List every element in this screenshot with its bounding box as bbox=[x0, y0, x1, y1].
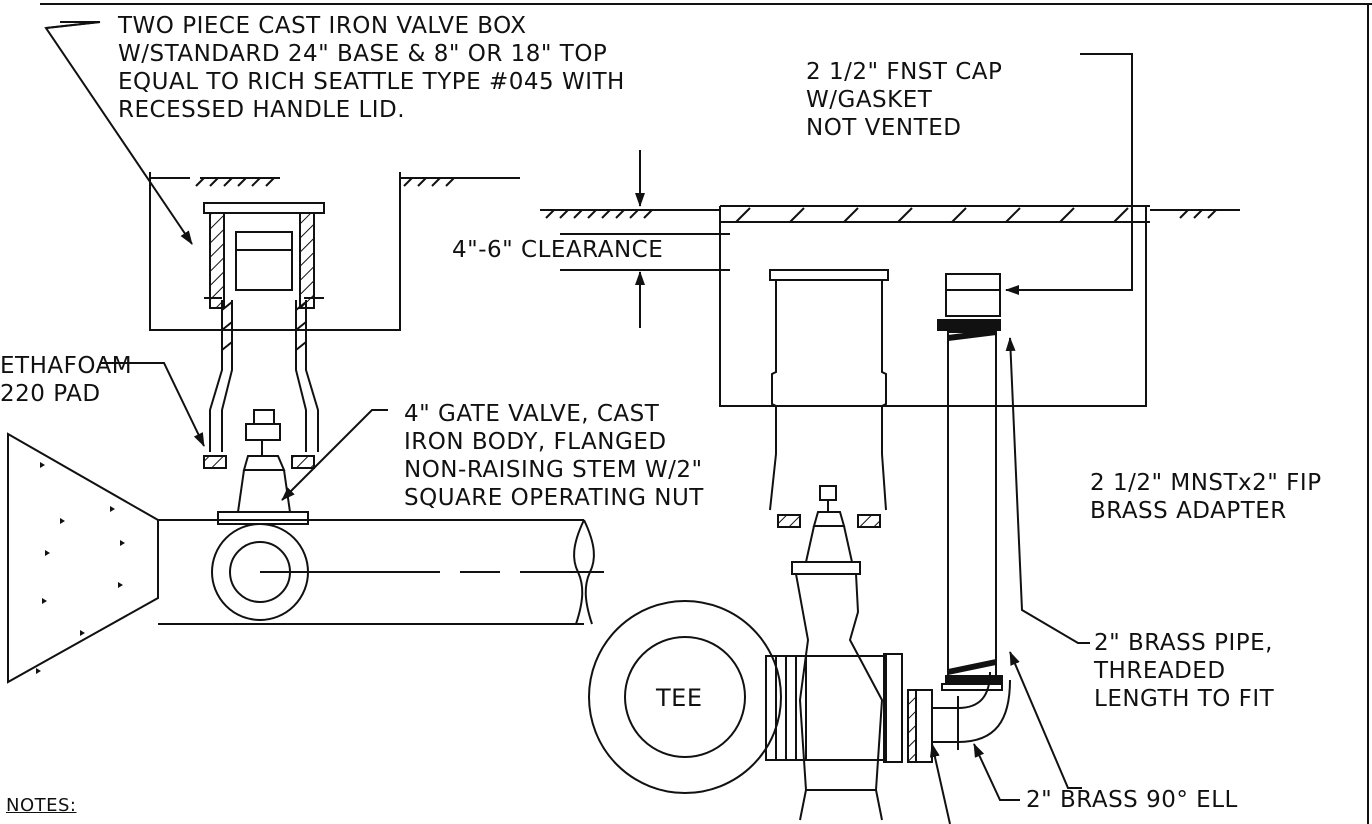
adapter-line-1: 2 1/2" MNSTx2" FIP bbox=[1090, 470, 1322, 496]
right-gate-valve bbox=[791, 485, 884, 821]
adapter-label: 2 1/2" MNSTx2" FIP BRASS ADAPTER bbox=[1090, 469, 1322, 525]
valve-box-line-2: W/STANDARD 24" BASE & 8" OR 18" TOP bbox=[118, 41, 608, 67]
left-valve-box bbox=[203, 202, 325, 452]
thrust-block-dots bbox=[36, 462, 125, 674]
brass-pipe-label: 2" BRASS PIPE, THREADED LENGTH TO FIT bbox=[1094, 629, 1274, 713]
leader-lines bbox=[44, 21, 1133, 824]
clearance-label: 4"-6" CLEARANCE bbox=[452, 237, 664, 263]
left-ground-line bbox=[150, 177, 520, 187]
ethafoam-pad-right bbox=[291, 455, 315, 469]
brass-pipe-line-1: 2" BRASS PIPE, bbox=[1094, 630, 1273, 656]
gate-valve-line-2: IRON BODY, FLANGED bbox=[404, 429, 667, 455]
notes-heading: NOTES: bbox=[6, 795, 77, 816]
concrete-slab bbox=[720, 205, 1150, 223]
valve-box-label: TWO PIECE CAST IRON VALVE BOX W/STANDARD… bbox=[118, 12, 625, 124]
thrust-block bbox=[7, 432, 159, 684]
clearance-dimension bbox=[560, 150, 730, 328]
tee-label: TEE bbox=[656, 684, 703, 712]
gate-valve-line-1: 4" GATE VALVE, CAST bbox=[404, 401, 660, 427]
gate-valve-line-4: SQUARE OPERATING NUT bbox=[404, 485, 704, 511]
left-excavation bbox=[149, 172, 401, 331]
gate-valve-label: 4" GATE VALVE, CAST IRON BODY, FLANGED N… bbox=[404, 400, 704, 512]
tee-fitting bbox=[588, 600, 903, 794]
ethafoam-line-1: ETHAFOAM bbox=[0, 353, 133, 379]
valve-box-line-3: EQUAL TO RICH SEATTLE TYPE #045 WITH bbox=[118, 69, 625, 95]
brass-pipe-line-3: LENGTH TO FIT bbox=[1094, 686, 1275, 712]
adapter-line-2: BRASS ADAPTER bbox=[1090, 498, 1287, 524]
valve-box-line-4: RECESSED HANDLE LID. bbox=[118, 97, 406, 123]
right-ground-line bbox=[540, 209, 1240, 219]
cap-line-2: W/GASKET bbox=[806, 87, 933, 113]
right-excavation bbox=[719, 206, 1147, 407]
cap-line-1: 2 1/2" FNST CAP bbox=[806, 59, 1003, 85]
ethafoam-pad-left bbox=[203, 455, 227, 469]
left-main-pipe bbox=[158, 519, 604, 625]
brass-pipe-line-2: THREADED bbox=[1094, 658, 1226, 684]
right-valve-box bbox=[769, 269, 889, 528]
ethafoam-label: ETHAFOAM 220 PAD bbox=[0, 352, 132, 408]
cap-label: 2 1/2" FNST CAP W/GASKET NOT VENTED bbox=[806, 58, 1002, 142]
gate-valve-line-3: NON-RAISING STEM W/2" bbox=[404, 457, 703, 483]
brass-assembly bbox=[907, 273, 1011, 763]
ell-label: 2" BRASS 90° ELL bbox=[1026, 787, 1238, 813]
valve-box-line-1: TWO PIECE CAST IRON VALVE BOX bbox=[118, 13, 527, 39]
ethafoam-line-2: 220 PAD bbox=[0, 381, 101, 407]
cap-line-3: NOT VENTED bbox=[806, 115, 962, 141]
